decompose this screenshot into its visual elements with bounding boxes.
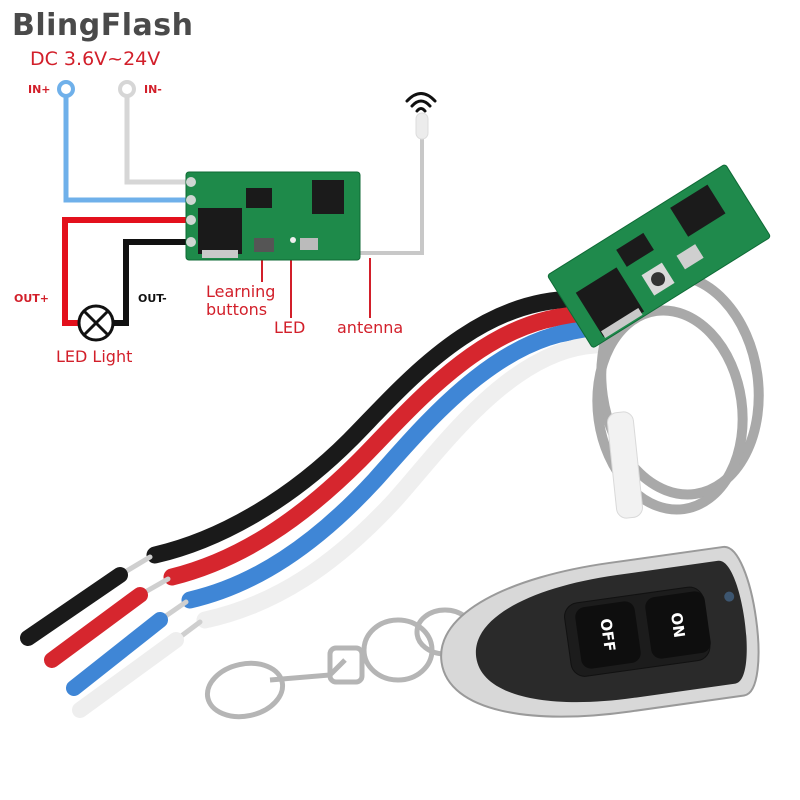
receiver-pcb [547, 164, 771, 348]
antenna-callout-label: antenna [337, 318, 404, 337]
in-minus-label: IN- [144, 83, 162, 96]
in-plus-label: IN+ [28, 83, 51, 96]
product-wire-bundle [20, 290, 604, 718]
out-minus-label: OUT- [138, 292, 167, 305]
led-light-label: LED Light [56, 347, 133, 366]
lamp-symbol-icon [77, 304, 115, 342]
keychain-clasp [204, 607, 476, 720]
led-callout-label: LED [274, 318, 306, 337]
wiring-diagram [57, 80, 437, 342]
remote-off-button[interactable]: OFF [573, 600, 643, 670]
out-plus-label: OUT+ [14, 292, 50, 305]
brand-watermark: BlingFlash [12, 8, 194, 43]
learning-buttons-label: Learning buttons [206, 282, 276, 319]
remote-on-button[interactable]: ON [643, 590, 713, 660]
supply-voltage-label: DC 3.6V~24V [30, 48, 161, 70]
antenna-tip [607, 411, 643, 519]
wifi-signal-icon [405, 92, 437, 113]
diagram-pcb [185, 171, 361, 261]
